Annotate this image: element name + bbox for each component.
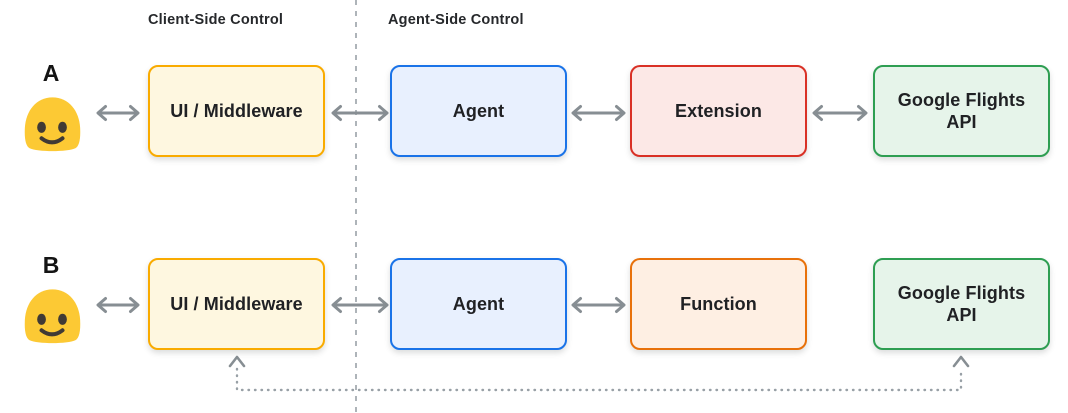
node-label: Agent (452, 100, 505, 121)
node-label: Google Flights API (897, 282, 1026, 326)
user-emoji-icon (24, 289, 81, 344)
node-ui-middleware-a: UI / Middleware (148, 65, 325, 157)
bidirectional-arrow-icon (571, 297, 626, 313)
bidirectional-arrow-icon (812, 105, 868, 121)
dotted-feedback-path (235, 367, 963, 392)
node-ui-middleware-b: UI / Middleware (148, 258, 325, 350)
up-arrowhead-icon (228, 355, 246, 368)
bidirectional-arrow-icon (571, 105, 626, 121)
node-label: Extension (675, 100, 762, 121)
row-label-b: B (42, 252, 60, 278)
node-label: UI / Middleware (170, 293, 303, 314)
node-google-flights-api-b: Google Flights API (873, 258, 1050, 350)
row-label-a: A (42, 60, 60, 86)
bidirectional-arrow-icon (96, 297, 140, 313)
node-label: Function (680, 293, 757, 314)
node-function-b: Function (630, 258, 807, 350)
bidirectional-arrow-icon (331, 297, 389, 313)
node-label: UI / Middleware (170, 100, 303, 121)
node-label: Google Flights API (897, 89, 1026, 133)
node-agent-b: Agent (390, 258, 567, 350)
zone-label-client-side: Client-Side Control (148, 12, 284, 28)
node-extension-a: Extension (630, 65, 807, 157)
node-agent-a: Agent (390, 65, 567, 157)
bidirectional-arrow-icon (96, 105, 140, 121)
node-google-flights-api-a: Google Flights API (873, 65, 1050, 157)
node-label: Agent (452, 293, 505, 314)
up-arrowhead-icon (952, 355, 970, 368)
user-emoji-icon (24, 97, 81, 152)
zone-label-agent-side: Agent-Side Control (388, 12, 524, 28)
bidirectional-arrow-icon (331, 105, 389, 121)
